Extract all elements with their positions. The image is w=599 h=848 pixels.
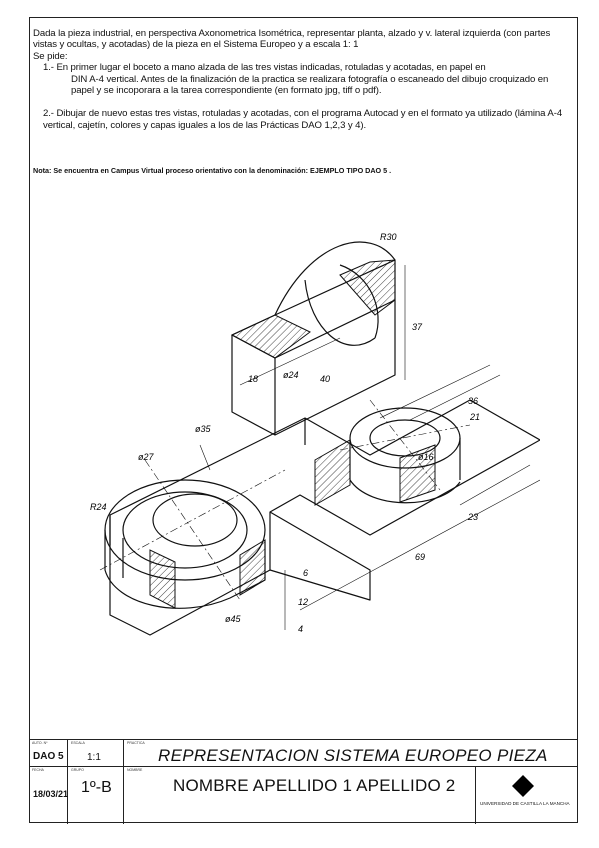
dim-23: 23 bbox=[467, 512, 478, 522]
dim-d45: ø45 bbox=[225, 614, 242, 624]
hatched-sections bbox=[149, 259, 436, 609]
instructions-item-2: 2.- Dibujar de nuevo estas tres vistas, … bbox=[43, 108, 563, 131]
scale-value: 1:1 bbox=[87, 752, 101, 763]
instructions-intro: Dada la pieza industrial, en perspectiva… bbox=[33, 28, 551, 51]
dim-21: 21 bbox=[469, 412, 480, 422]
dim-r30: R30 bbox=[380, 232, 397, 242]
group-cell: GRUPO 1º-B bbox=[68, 767, 124, 824]
drawing-title: REPRESENTACION SISTEMA EUROPEO PIEZA bbox=[158, 746, 548, 765]
title-block-divider bbox=[29, 766, 578, 767]
title-block: AUTO. Nº DAO 5 ESCALA 1:1 PRACTICA REPRE… bbox=[29, 739, 578, 824]
dimension-lines bbox=[199, 265, 540, 630]
name-caption: NOMBRE bbox=[127, 768, 143, 772]
date-caption: FECHA bbox=[32, 768, 44, 772]
campus-note: Nota: Se encuentra en Campus Virtual pro… bbox=[33, 166, 392, 175]
dim-4: 4 bbox=[298, 624, 303, 634]
practice-caption: PRACTICA bbox=[127, 741, 145, 745]
center-lines bbox=[99, 399, 471, 601]
university-logo-icon bbox=[512, 775, 534, 797]
name-cell: NOMBRE NOMBRE APELLIDO 1 APELLIDO 2 bbox=[124, 767, 476, 824]
dim-37: 37 bbox=[412, 322, 423, 332]
scale-cell: ESCALA 1:1 bbox=[68, 740, 124, 766]
instructions-item-1-sub: DIN A-4 vertical. Antes de la finalizaci… bbox=[71, 73, 549, 97]
code-caption: AUTO. Nº bbox=[32, 741, 48, 745]
university-name: UNIVERSIDAD DE CASTILLA LA MANCHA bbox=[480, 801, 570, 806]
group-caption: GRUPO bbox=[71, 768, 84, 772]
university-cell: UNIVERSIDAD DE CASTILLA LA MANCHA bbox=[476, 767, 578, 824]
drawing-code: DAO 5 bbox=[33, 751, 64, 762]
instructions-item-1-line: 1.- En primer lugar el boceto a mano alz… bbox=[43, 62, 486, 74]
isometric-drawing: R30 37 18 ø24 40 36 21 ø16 ø35 ø27 R24 6… bbox=[90, 232, 540, 636]
code-cell: AUTO. Nº DAO 5 bbox=[29, 740, 68, 766]
sheet-frame bbox=[29, 17, 578, 823]
group-value: 1º-B bbox=[81, 779, 112, 796]
date-value: 18/03/21 bbox=[33, 789, 69, 799]
dim-12: 12 bbox=[298, 597, 308, 607]
date-cell: FECHA 18/03/21 bbox=[29, 767, 68, 824]
instructions-item-1: 1.- En primer lugar el boceto a mano alz… bbox=[43, 62, 573, 96]
dim-d27: ø27 bbox=[138, 452, 155, 462]
dim-d35: ø35 bbox=[195, 424, 212, 434]
dim-d24: ø24 bbox=[283, 370, 299, 380]
dim-6: 6 bbox=[303, 568, 308, 578]
dim-18: 18 bbox=[248, 374, 258, 384]
dim-d16: ø16 bbox=[418, 452, 434, 462]
title-cell: PRACTICA REPRESENTACION SISTEMA EUROPEO … bbox=[124, 740, 578, 766]
dim-36: 36 bbox=[468, 396, 478, 406]
student-name: NOMBRE APELLIDO 1 APELLIDO 2 bbox=[173, 776, 456, 795]
dim-r24: R24 bbox=[90, 502, 107, 512]
dim-40: 40 bbox=[320, 374, 330, 384]
dim-69: 69 bbox=[415, 552, 425, 562]
instructions-ask: Se pide: bbox=[33, 50, 68, 62]
instructions: Dada la pieza industrial, en perspectiva… bbox=[33, 28, 573, 131]
scale-caption: ESCALA bbox=[71, 741, 85, 745]
